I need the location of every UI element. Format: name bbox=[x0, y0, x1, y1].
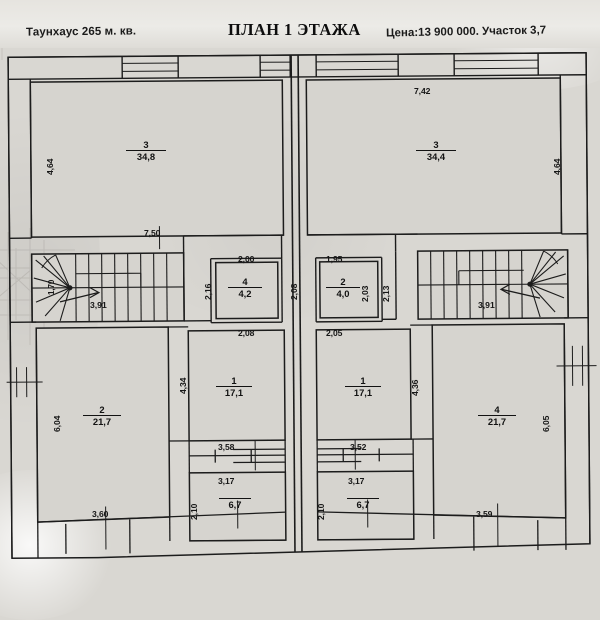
left-room-3-number: 3 bbox=[126, 140, 166, 150]
dim-right-room3-horizontal: 7,42 bbox=[414, 86, 430, 96]
plan-text-labels: 4,64 7,50 3 34,8 1,70 3,91 2,00 2,16 2,0… bbox=[0, 0, 600, 569]
right-room-4-label: 4 21,7 bbox=[478, 405, 516, 427]
left-room-1-label: 1 17,1 bbox=[216, 376, 252, 398]
left-room-2-label: 2 21,7 bbox=[83, 405, 121, 427]
dim-right-bath-inner: 2,03 bbox=[360, 286, 370, 302]
dim-right-stair-run: 3,91 bbox=[478, 300, 495, 310]
dim-left-bath-bottom: 2,08 bbox=[238, 328, 254, 338]
left-room-2-number: 2 bbox=[83, 405, 121, 415]
left-room-4-label: 4 4,2 bbox=[228, 277, 262, 299]
dim-right-bath-bottom: 2,05 bbox=[326, 328, 342, 338]
dim-right-bath-top: 1,95 bbox=[326, 254, 342, 264]
plan-header: Таунхаус 265 м. кв. ПЛАН 1 ЭТАЖА Цена:13… bbox=[0, 0, 600, 48]
dim-left-stair-winder: 1,70 bbox=[47, 280, 56, 295]
right-room-3-number: 3 bbox=[416, 140, 456, 150]
right-room-3-area: 34,4 bbox=[416, 150, 456, 162]
dim-left-room3-horizontal: 7,50 bbox=[144, 228, 160, 238]
dim-left-room1-horizontal: 3,58 bbox=[218, 442, 234, 452]
right-room-1-label: 1 17,1 bbox=[345, 376, 381, 398]
left-room-3-label: 3 34,8 bbox=[126, 140, 166, 162]
dim-left-room2-horizontal: 3,60 bbox=[92, 509, 108, 519]
dim-left-bottom-horizontal: 3,17 bbox=[218, 476, 234, 486]
left-room-3-area: 34,8 bbox=[126, 150, 166, 162]
right-room-1-number: 1 bbox=[345, 376, 381, 386]
page-title: ПЛАН 1 ЭТАЖА bbox=[228, 20, 361, 40]
right-room-bottom-area: 6,7 bbox=[347, 498, 379, 510]
dim-right-bottom-vertical: 2,10 bbox=[316, 504, 326, 520]
dim-left-room2-vertical: 6,04 bbox=[52, 416, 62, 432]
left-room-4-number: 4 bbox=[228, 277, 262, 287]
dim-left-bath-top: 2,00 bbox=[238, 254, 254, 264]
header-area-label: Таунхаус 265 м. кв. bbox=[26, 25, 136, 38]
right-room-bottom-label: 6,7 bbox=[347, 498, 379, 510]
dim-right-bottom-horizontal: 3,17 bbox=[348, 476, 364, 486]
right-room-2-number: 2 bbox=[326, 277, 360, 287]
dim-left-room1-vertical: 4,34 bbox=[178, 378, 188, 394]
left-room-4-area: 4,2 bbox=[228, 287, 262, 299]
dim-left-bath-left: 2,16 bbox=[203, 284, 213, 300]
dim-right-room1-horizontal: 3,52 bbox=[350, 442, 366, 452]
right-room-2-label: 2 4,0 bbox=[326, 277, 360, 299]
dim-left-bottom-vertical: 2,10 bbox=[189, 504, 199, 520]
dim-right-room4-vertical: 6,05 bbox=[541, 416, 551, 432]
right-room-2-area: 4,0 bbox=[326, 287, 360, 299]
dim-right-bath-outer: 2,13 bbox=[381, 286, 391, 302]
dim-right-room4-horizontal: 3,59 bbox=[476, 509, 492, 519]
right-room-4-area: 21,7 bbox=[478, 415, 516, 427]
dim-left-room3-vertical: 4,64 bbox=[45, 159, 55, 175]
header-price-label: Цена:13 900 000. Участок 3,7 bbox=[386, 24, 546, 39]
left-room-bottom-area: 6,7 bbox=[219, 498, 251, 510]
dim-right-room3-vertical: 4,64 bbox=[552, 159, 562, 175]
floor-plan-sheet: 4,64 7,50 3 34,8 1,70 3,91 2,00 2,16 2,0… bbox=[0, 0, 600, 569]
dim-left-stair-run: 3,91 bbox=[90, 300, 107, 310]
left-room-bottom-label: 6,7 bbox=[219, 498, 251, 510]
left-room-2-area: 21,7 bbox=[83, 415, 121, 427]
right-room-3-label: 3 34,4 bbox=[416, 140, 456, 162]
right-room-1-area: 17,1 bbox=[345, 386, 381, 398]
dim-left-bath-right: 2,08 bbox=[289, 284, 299, 300]
left-room-1-number: 1 bbox=[216, 376, 252, 386]
right-room-4-number: 4 bbox=[478, 405, 516, 415]
dim-right-room1-vertical: 4,36 bbox=[410, 380, 420, 396]
left-room-1-area: 17,1 bbox=[216, 386, 252, 398]
